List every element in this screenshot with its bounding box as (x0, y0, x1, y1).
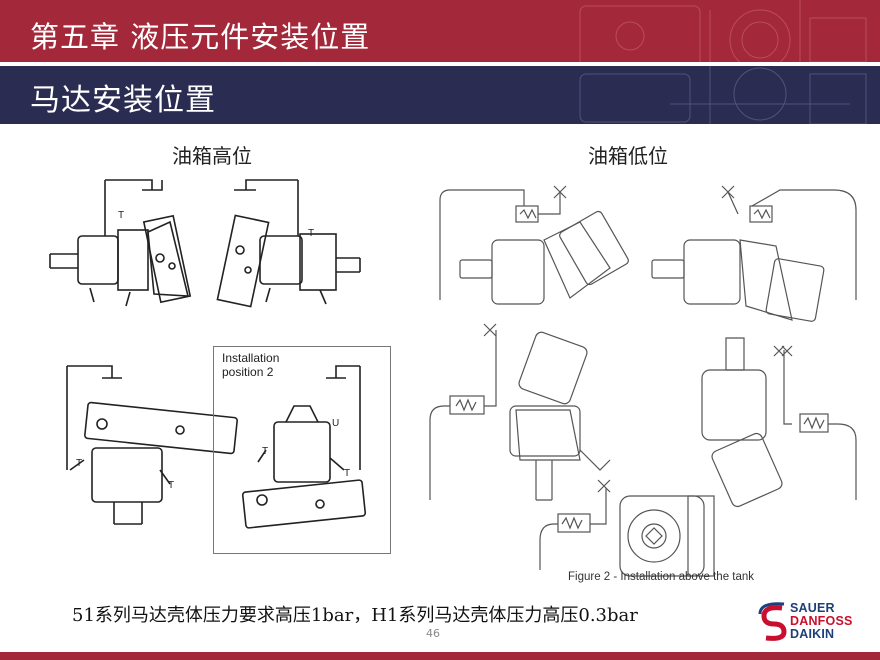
motor-drawing-a (439, 185, 629, 305)
motor-drawing-c (429, 323, 611, 501)
port-t-label-3: T (76, 458, 82, 469)
section-title: 马达安装位置 (30, 83, 216, 118)
installation-label-line1: Installation (222, 351, 280, 365)
header-separator (0, 62, 880, 66)
tank-high-label: 油箱高位 (172, 144, 252, 168)
motor-drawing-2 (216, 179, 361, 308)
installation-position-box: Installation position 2 (213, 346, 391, 554)
page-number: 46 (426, 627, 440, 640)
port-t-label-6: T (344, 468, 350, 479)
blueprint-watermark-2 (579, 66, 867, 124)
tank-low-label: 油箱低位 (588, 144, 668, 168)
motor-drawing-3 (66, 365, 238, 525)
port-t-label-5: T (262, 446, 268, 457)
logo-line-3: DAIKIN (790, 627, 835, 641)
motor-drawing-4 (241, 365, 367, 529)
motor-drawing-b (651, 185, 857, 322)
logo-line-1: SAUER (790, 601, 835, 615)
motor-drawing-d (701, 337, 857, 508)
port-u-label: U (332, 418, 339, 429)
port-t-label-2: T (308, 228, 314, 239)
motor-drawing-e (539, 479, 715, 577)
logo-mark-icon (758, 602, 787, 641)
installation-label-line2: position 2 (222, 365, 274, 379)
port-t-label-1: T (118, 210, 124, 221)
tank-high-diagrams: T T T T T T U (49, 179, 367, 529)
blueprint-watermark (579, 0, 867, 62)
motor-drawing-1 (49, 179, 192, 307)
tank-low-diagrams (429, 185, 857, 577)
chapter-title: 第五章 液压元件安装位置 (30, 20, 371, 54)
logo-line-2: DANFOSS (790, 614, 853, 628)
footer-bar (0, 652, 880, 660)
figure-caption: Figure 2 - Installation above the tank (568, 571, 755, 583)
sauer-danfoss-daikin-logo: SAUER DANFOSS DAIKIN (758, 600, 870, 644)
port-t-label-4: T (168, 480, 174, 491)
chapter-header-bar: 第五章 液压元件安装位置 (0, 0, 880, 62)
section-header-bar: 马达安装位置 (0, 66, 880, 124)
footer-note: 51系列马达壳体压力要求高压1bar，H1系列马达壳体压力高压0.3bar (72, 605, 638, 626)
